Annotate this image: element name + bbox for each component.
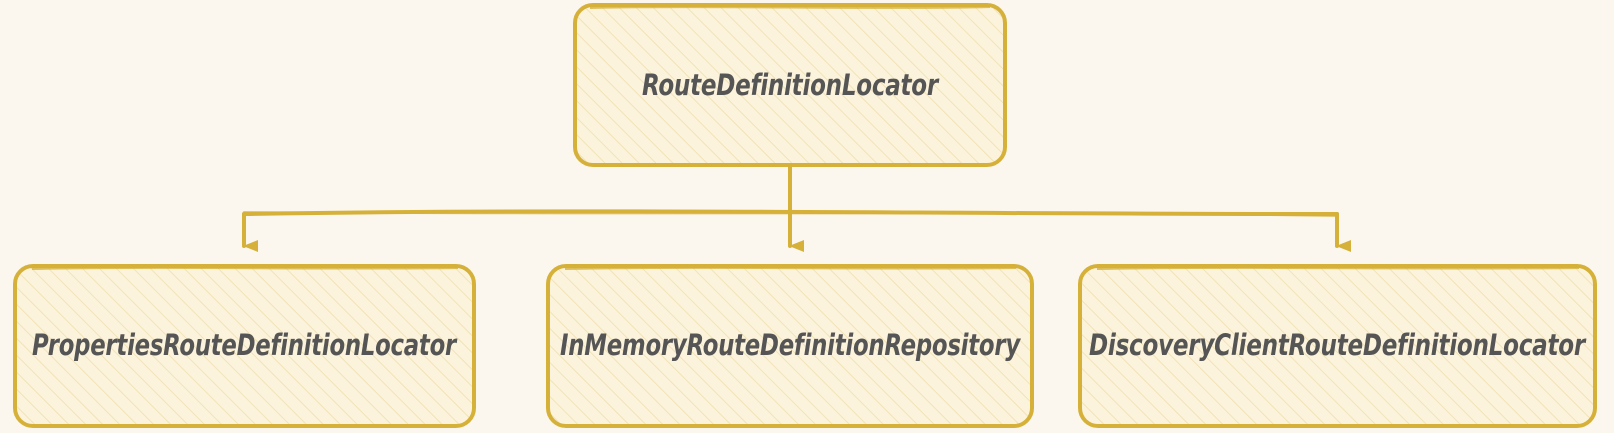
- node-root-label: RouteDefinitionLocator: [642, 68, 940, 102]
- node-inmemory-box: [546, 264, 1034, 428]
- node-discovery: DiscoveryClientRouteDefinitionLocator: [1078, 264, 1597, 428]
- connector-bus-sketch: [243, 211, 1338, 217]
- node-properties-sketch: [31, 266, 459, 270]
- node-root-sketch: [589, 6, 991, 9]
- node-inmemory-label: InMemoryRouteDefinitionRepository: [560, 328, 1021, 362]
- node-discovery-label: DiscoveryClientRouteDefinitionLocator: [1089, 328, 1587, 362]
- node-properties-label: PropertiesRouteDefinitionLocator: [32, 328, 458, 362]
- connectors: [242, 164, 1351, 252]
- node-discovery-sketch: [1096, 266, 1580, 270]
- node-inmemory-sketch: [564, 266, 1017, 270]
- node-properties-box: [13, 264, 476, 428]
- node-properties: PropertiesRouteDefinitionLocator: [13, 264, 476, 428]
- node-root: RouteDefinitionLocator: [573, 3, 1007, 167]
- node-inmemory: InMemoryRouteDefinitionRepository: [546, 264, 1034, 428]
- node-discovery-box: [1078, 264, 1597, 428]
- node-root-box: [573, 3, 1007, 167]
